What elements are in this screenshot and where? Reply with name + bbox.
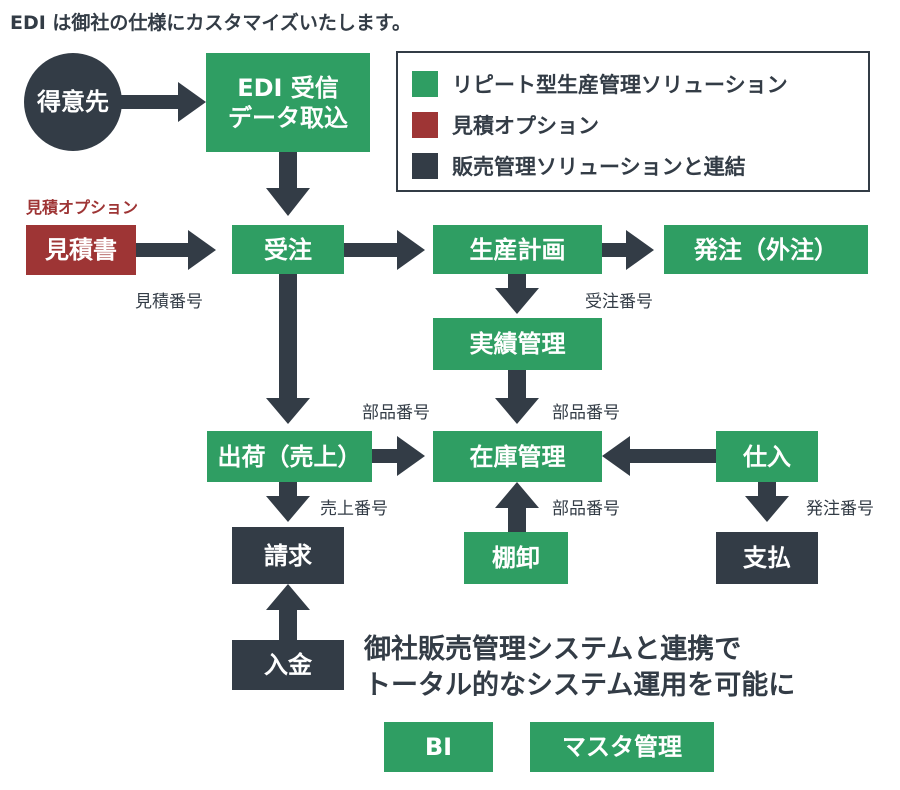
arrow-customer-to-edi: [114, 82, 206, 122]
legend-item-red: 見積オプション: [412, 110, 599, 140]
node-label: 生産計画: [469, 235, 566, 264]
node-label: 請求: [264, 541, 312, 570]
arrow-purchase-to-inventory: [602, 436, 716, 476]
arrow-production-to-outsource: [602, 230, 654, 270]
legend-label: 販売管理ソリューションと連結: [452, 155, 746, 179]
legend-item-dark: 販売管理ソリューションと連結: [412, 151, 746, 181]
node-label: 受注: [264, 235, 312, 264]
node-label: 見積書: [45, 236, 117, 264]
node-purchase: 仕入: [716, 431, 818, 482]
legend-item-green: リピート型生産管理ソリューション: [412, 69, 788, 99]
legend-swatch-red: [412, 112, 438, 138]
node-label: 出荷（売上）: [217, 442, 362, 471]
legend-label: リピート型生産管理ソリューション: [452, 73, 788, 97]
node-label: 支払: [743, 544, 791, 572]
tagline-line2: トータル的なシステム運用を可能に: [364, 670, 796, 702]
node-label: マスタ管理: [562, 733, 682, 761]
legend-swatch-dark: [412, 153, 438, 179]
node-outsource-order: 発注（外注）: [664, 225, 868, 274]
node-label: 得意先: [37, 88, 109, 116]
node-order-received: 受注: [232, 225, 344, 274]
tagline-line1: 御社販売管理システムと連携で: [364, 634, 742, 665]
arrow-purchase-to-payment: [745, 482, 789, 522]
node-actual-results: 実績管理: [433, 318, 602, 370]
edge-label-purchase-order-no: 発注番号: [806, 499, 874, 519]
tagline: 御社販売管理システムと連携で トータル的なシステム運用を可能に: [364, 632, 795, 705]
arrow-production-to-actual: [495, 274, 539, 314]
node-invoice: 請求: [232, 527, 344, 584]
node-master: マスタ管理: [530, 722, 714, 772]
arrow-shipment-to-invoice: [266, 482, 310, 522]
edge-label-part-no-2: 部品番号: [552, 403, 620, 423]
node-label: 棚卸: [492, 544, 540, 572]
legend-box: リピート型生産管理ソリューション 見積オプション 販売管理ソリューションと連結: [396, 51, 870, 192]
node-label: 実績管理: [469, 330, 566, 358]
arrow-shipment-to-inventory: [372, 436, 425, 476]
arrow-estimate-to-order: [136, 230, 216, 270]
node-label-line2: データ取込: [228, 103, 348, 132]
node-label: BI: [424, 733, 453, 761]
node-label: 仕入: [743, 442, 791, 471]
node-deposit: 入金: [232, 640, 344, 690]
node-label: 発注（外注）: [694, 235, 838, 264]
estimate-option-label: 見積オプション: [26, 198, 139, 217]
node-label: 入金: [264, 651, 312, 679]
arrow-order-to-shipment: [266, 274, 310, 424]
header-text: EDI は御社の仕様にカスタマイズいたします。: [10, 12, 411, 34]
edge-label-estimate-no: 見積番号: [135, 292, 203, 312]
node-label-line1: EDI 受信: [237, 73, 339, 102]
node-inventory: 在庫管理: [433, 431, 602, 482]
node-bi: BI: [384, 722, 493, 772]
node-edi-receive: EDI 受信 データ取込: [206, 53, 370, 152]
node-production-plan: 生産計画: [433, 225, 602, 274]
arrow-order-to-production: [344, 230, 425, 270]
node-label: 在庫管理: [469, 442, 566, 471]
node-customer: 得意先: [24, 53, 122, 151]
node-estimate-doc: 見積書: [26, 225, 136, 275]
edge-label-sales-no: 売上番号: [320, 499, 388, 519]
arrow-edi-to-order: [266, 152, 310, 216]
node-payment: 支払: [716, 532, 818, 584]
arrow-actual-to-inventory: [495, 370, 539, 424]
edge-label-part-no-1: 部品番号: [362, 403, 430, 423]
arrow-stocktaking-to-inventory: [495, 482, 539, 532]
edge-label-order-no: 受注番号: [585, 292, 653, 312]
arrow-deposit-to-invoice: [266, 584, 310, 640]
node-shipment: 出荷（売上）: [207, 431, 372, 482]
node-stocktaking: 棚卸: [464, 532, 568, 584]
legend-swatch-green: [412, 71, 438, 97]
edge-label-part-no-3: 部品番号: [552, 499, 620, 519]
legend-label: 見積オプション: [452, 114, 599, 138]
